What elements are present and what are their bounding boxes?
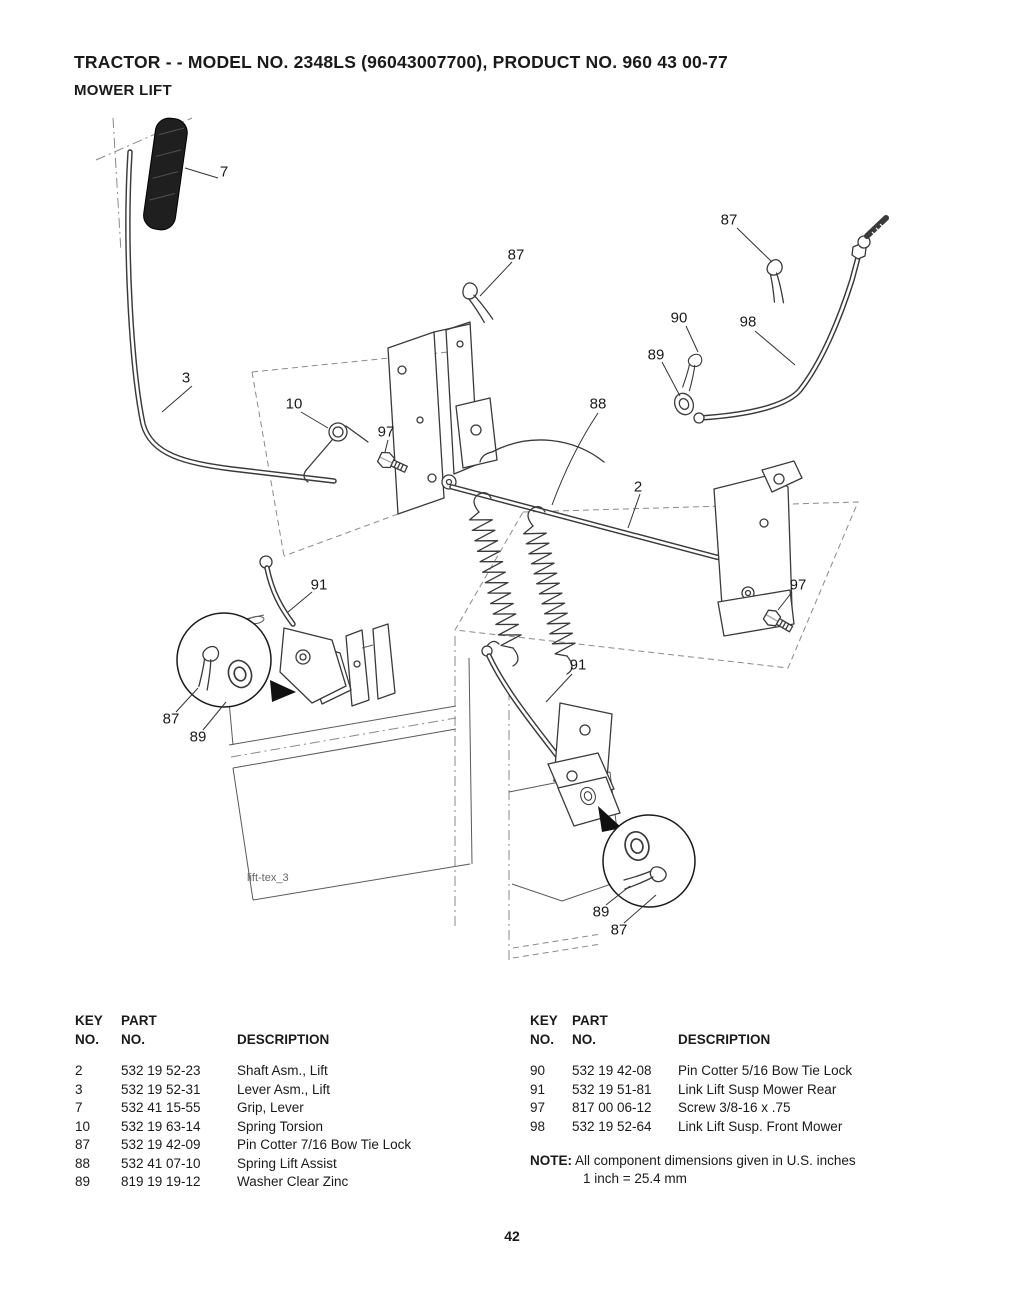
key-no-cell: 98 bbox=[530, 1118, 546, 1134]
torsion-spring-drawing bbox=[303, 422, 369, 483]
front-lift-link-drawing bbox=[670, 215, 889, 424]
key-no-cell: 91 bbox=[530, 1081, 546, 1097]
parts-row: 97 817 00 06-12 Screw 3/8-16 x .75 bbox=[530, 1099, 970, 1118]
parts-table-header: KEY PART NO. NO. DESCRIPTION bbox=[75, 1012, 515, 1062]
part-no-cell: 819 19 19-12 bbox=[121, 1174, 201, 1189]
part-callout-89: 89 bbox=[592, 903, 610, 921]
description-cell: Shaft Asm., Lift bbox=[237, 1063, 328, 1078]
key-no-cell: 90 bbox=[530, 1063, 546, 1078]
page-title: TRACTOR - - MODEL NO. 2348LS (9604300770… bbox=[74, 52, 728, 72]
description-cell: Link Lift Susp Mower Rear bbox=[678, 1081, 837, 1097]
description-cell: Spring Torsion bbox=[237, 1118, 324, 1134]
parts-row: 91 532 19 51-81 Link Lift Susp Mower Rear bbox=[530, 1081, 970, 1100]
key-header-bottom: NO. bbox=[530, 1031, 555, 1047]
detail-view-left bbox=[176, 612, 296, 708]
key-no-cell: 87 bbox=[75, 1137, 91, 1152]
mower-lift-exploded-diagram bbox=[95, 117, 889, 962]
note-label: NOTE: bbox=[530, 1153, 572, 1168]
callout-leader-lines bbox=[161, 167, 796, 924]
parts-row: 7 532 41 15-55 Grip, Lever bbox=[75, 1099, 515, 1118]
part-no-cell: 532 19 52-31 bbox=[121, 1081, 201, 1097]
note-conversion: 1 inch = 25.4 mm bbox=[583, 1171, 687, 1186]
detail-view-right bbox=[598, 806, 696, 908]
part-callout-97: 97 bbox=[789, 576, 807, 594]
parts-row: 2 532 19 52-23 Shaft Asm., Lift bbox=[75, 1062, 515, 1081]
key-header-top: KEY bbox=[530, 1013, 558, 1028]
coil-spring-drawing bbox=[523, 525, 576, 657]
part-header-top: PART bbox=[572, 1013, 608, 1028]
description-header: DESCRIPTION bbox=[237, 1031, 330, 1047]
parts-table-header: KEY PART NO. NO. DESCRIPTION bbox=[530, 1012, 970, 1062]
part-no-cell: 532 19 51-81 bbox=[572, 1081, 652, 1097]
part-header-bottom: NO. bbox=[572, 1031, 597, 1047]
mower-deck-outline bbox=[221, 614, 624, 962]
parts-table-right: KEY PART NO. NO. DESCRIPTION 90 532 19 42… bbox=[530, 1012, 970, 1188]
part-callout-91: 91 bbox=[310, 576, 328, 594]
lift-shaft-drawing bbox=[449, 460, 803, 637]
parts-row: 98 532 19 52-64 Link Lift Susp. Front Mowe… bbox=[530, 1118, 970, 1137]
part-callout-97: 97 bbox=[377, 423, 395, 441]
parts-row: 10 532 19 63-14 Spring Torsion bbox=[75, 1118, 515, 1137]
description-header: DESCRIPTION bbox=[678, 1031, 771, 1047]
part-callout-10: 10 bbox=[285, 395, 303, 413]
key-no-cell: 89 bbox=[75, 1174, 91, 1189]
description-cell: Pin Cotter 5/16 Bow Tie Lock bbox=[678, 1063, 853, 1078]
parts-table-left: KEY PART NO. NO. DESCRIPTION 2 532 19 52-… bbox=[75, 1012, 515, 1192]
part-no-cell: 532 19 42-09 bbox=[121, 1137, 201, 1152]
key-no-cell: 3 bbox=[75, 1081, 83, 1097]
description-cell: Link Lift Susp. Front Mower bbox=[678, 1118, 843, 1134]
part-no-cell: 532 19 52-64 bbox=[572, 1118, 652, 1134]
part-no-cell: 532 41 15-55 bbox=[121, 1100, 201, 1115]
lift-lever-drawing bbox=[125, 117, 337, 484]
part-callout-87: 87 bbox=[720, 211, 738, 229]
mounting-bracket-drawing bbox=[387, 321, 498, 515]
part-no-cell: 532 19 63-14 bbox=[121, 1118, 201, 1134]
key-no-cell: 10 bbox=[75, 1118, 91, 1134]
key-no-cell: 7 bbox=[75, 1100, 83, 1115]
part-callout-88: 88 bbox=[589, 395, 607, 413]
part-no-cell: 532 19 52-23 bbox=[121, 1063, 201, 1078]
key-no-cell: 2 bbox=[75, 1063, 83, 1078]
note-text: All component dimensions given in U.S. i… bbox=[575, 1153, 856, 1168]
lift-assist-springs-drawing bbox=[468, 439, 605, 675]
part-callout-98: 98 bbox=[739, 313, 757, 331]
part-callout-90: 90 bbox=[670, 309, 688, 327]
description-cell: Lever Asm., Lift bbox=[237, 1081, 331, 1097]
lever-grip-drawing bbox=[143, 117, 188, 231]
key-no-cell: 97 bbox=[530, 1100, 546, 1115]
parts-row: 89 819 19 19-12 Washer Clear Zinc bbox=[75, 1173, 515, 1192]
part-header-top: PART bbox=[121, 1013, 157, 1028]
description-cell: Screw 3/8-16 x .75 bbox=[678, 1100, 791, 1115]
part-no-cell: 817 00 06-12 bbox=[572, 1100, 652, 1115]
part-callout-2: 2 bbox=[633, 478, 643, 496]
description-cell: Grip, Lever bbox=[237, 1100, 304, 1115]
key-header-top: KEY bbox=[75, 1013, 103, 1028]
description-cell: Spring Lift Assist bbox=[237, 1155, 337, 1171]
part-callout-89: 89 bbox=[647, 346, 665, 364]
part-callout-89: 89 bbox=[189, 728, 207, 746]
part-header-bottom: NO. bbox=[121, 1031, 146, 1047]
page-number: 42 bbox=[504, 1228, 520, 1244]
description-cell: Washer Clear Zinc bbox=[237, 1174, 349, 1189]
key-no-cell: 88 bbox=[75, 1155, 91, 1171]
part-no-cell: 532 41 07-10 bbox=[121, 1155, 201, 1171]
part-callout-91: 91 bbox=[569, 656, 587, 674]
description-cell: Pin Cotter 7/16 Bow Tie Lock bbox=[237, 1137, 412, 1152]
diagram-filename-label: lift-tex_3 bbox=[247, 872, 289, 884]
part-callout-87: 87 bbox=[162, 710, 180, 728]
parts-row: 3 532 19 52-31 Lever Asm., Lift bbox=[75, 1081, 515, 1100]
parts-row: 88 532 41 07-10 Spring Lift Assist bbox=[75, 1155, 515, 1174]
part-callout-87: 87 bbox=[507, 246, 525, 264]
coil-spring-drawing bbox=[468, 511, 522, 649]
parts-row: 87 532 19 42-09 Pin Cotter 7/16 Bow Tie Lo… bbox=[75, 1136, 515, 1155]
key-header-bottom: NO. bbox=[75, 1031, 100, 1047]
part-no-cell: 532 19 42-08 bbox=[572, 1063, 652, 1078]
dimensions-note: NOTE: All component dimensions given in … bbox=[530, 1152, 970, 1188]
part-callout-87: 87 bbox=[610, 921, 628, 939]
part-callout-7: 7 bbox=[219, 163, 229, 181]
parts-row: 90 532 19 42-08 Pin Cotter 5/16 Bow Tie Lo… bbox=[530, 1062, 970, 1081]
part-callout-3: 3 bbox=[181, 369, 191, 387]
rear-lift-links-drawing bbox=[259, 555, 621, 827]
section-title: MOWER LIFT bbox=[74, 82, 172, 99]
